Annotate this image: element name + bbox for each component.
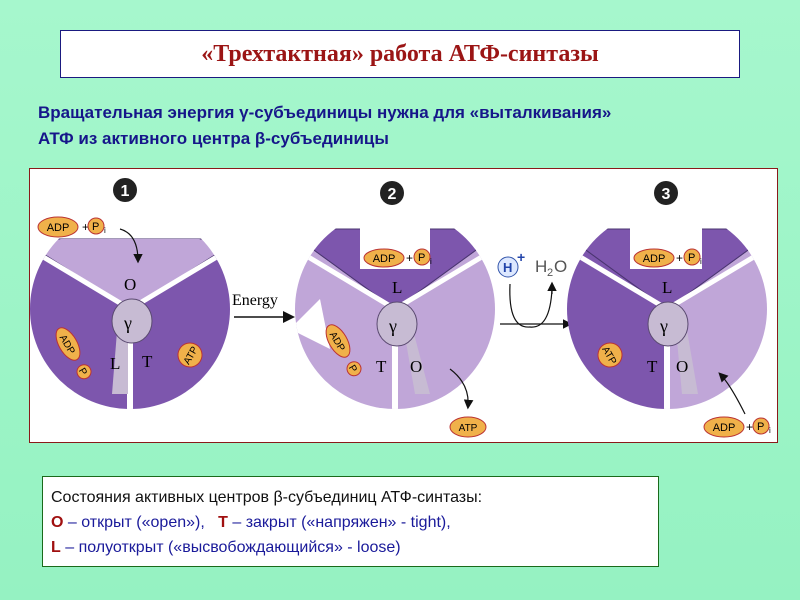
svg-text:ADP: ADP — [47, 222, 70, 234]
svg-text:ADP: ADP — [643, 253, 666, 265]
svg-text:P: P — [346, 363, 359, 375]
svg-text:+: + — [676, 251, 683, 265]
adp-pi-input-3: ADP + P i — [703, 416, 771, 438]
legend-key-o: O — [51, 514, 64, 531]
step-3-number: 3 — [662, 186, 671, 203]
svg-text:2: 2 — [547, 267, 553, 279]
svg-text:+: + — [406, 251, 413, 265]
step-2-badge — [380, 181, 404, 205]
gamma-subunit-3 — [647, 301, 689, 347]
adp-pi-input-1: ADP + P i — [37, 216, 106, 238]
energy-label: Energy — [232, 292, 278, 309]
step-1-badge — [113, 178, 137, 202]
atp-synthase-diagram: γ O L T 1 ADP + P i ADP P ATP Energy — [30, 178, 771, 438]
legend-box: Состояния активных центров β-субъединиц … — [42, 476, 659, 567]
svg-text:P: P — [418, 252, 425, 264]
gamma-label: γ — [123, 313, 132, 333]
diagram-panel: γ O L T 1 ADP + P i ADP P ATP Energy — [29, 168, 778, 443]
legend-key-t: T — [218, 514, 228, 531]
svg-text:i: i — [700, 257, 702, 266]
svg-text:+: + — [82, 220, 89, 234]
legend-desc-l: – полуоткрыт («высвобождающийся» - loose… — [60, 539, 401, 556]
svg-text:ADP: ADP — [373, 253, 396, 265]
step-3-badge — [654, 181, 678, 205]
subtitle-line-1: Вращательная энергия γ-субъединицы нужна… — [38, 103, 612, 122]
svg-text:P: P — [76, 366, 89, 378]
legend-desc-o: – открыт («open»), — [63, 514, 205, 531]
state-o-label-2: O — [410, 357, 422, 376]
subtitle-line-2: АТФ из активного центра β-субъединицы — [38, 129, 389, 148]
svg-text:+: + — [517, 249, 525, 265]
state-t-label-3: T — [647, 357, 658, 376]
state-o-label: O — [124, 275, 136, 294]
step-3-complex: γ L T O — [567, 209, 767, 409]
svg-text:P: P — [92, 221, 99, 233]
state-t-label: T — [142, 352, 153, 371]
adp-pi-bound-3: ADP + P i — [633, 248, 702, 268]
svg-text:P: P — [757, 421, 764, 433]
svg-text:i: i — [104, 226, 106, 235]
legend-key-l: L — [51, 539, 61, 556]
legend-desc-t: – закрыт («напряжен» - tight), — [227, 514, 451, 531]
state-o-label-3: O — [676, 357, 688, 376]
gamma-label-3: γ — [659, 316, 668, 336]
svg-text:H: H — [535, 257, 547, 276]
step-2-number: 2 — [388, 186, 397, 203]
adp-pi-bound-1: ADP P — [55, 327, 92, 380]
svg-text:P: P — [688, 252, 695, 264]
svg-text:i: i — [769, 426, 771, 435]
gamma-subunit — [111, 298, 153, 344]
svg-text:+: + — [746, 420, 753, 434]
adp-pi-bound-2b: ADP P — [325, 324, 362, 377]
svg-text:ADP: ADP — [713, 422, 736, 434]
state-t-label-2: T — [376, 357, 387, 376]
atp-bound-3: ATP — [597, 342, 623, 368]
svg-text:H: H — [503, 260, 512, 275]
legend-line-o: O – открыт («open»), T – закрыт («напряж… — [51, 510, 650, 535]
proton-cycle: H + H 2 O — [497, 249, 573, 329]
atp-released: ATP — [449, 416, 487, 438]
step-1-number: 1 — [121, 183, 130, 200]
atp-bound-1: ATP — [177, 342, 203, 368]
svg-text:O: O — [554, 257, 567, 276]
state-l-label-3: L — [662, 278, 672, 297]
state-l-label-2: L — [392, 278, 402, 297]
state-l-label: L — [110, 354, 120, 373]
step-2-complex: γ L T O — [295, 209, 495, 409]
adp-pi-bound-2: ADP + P i — [363, 248, 432, 268]
legend-line-1: Состояния активных центров β-субъединиц … — [51, 489, 483, 506]
svg-text:ATP: ATP — [459, 423, 478, 434]
gamma-subunit-2 — [376, 301, 418, 347]
legend-line-l: L – полуоткрыт («высвобождающийся» - loo… — [51, 535, 650, 560]
svg-text:i: i — [430, 257, 432, 266]
page-title: «Трехтактная» работа АТФ-синтазы — [201, 40, 599, 67]
gamma-label-2: γ — [388, 316, 397, 336]
title-box: «Трехтактная» работа АТФ-синтазы — [60, 30, 740, 78]
